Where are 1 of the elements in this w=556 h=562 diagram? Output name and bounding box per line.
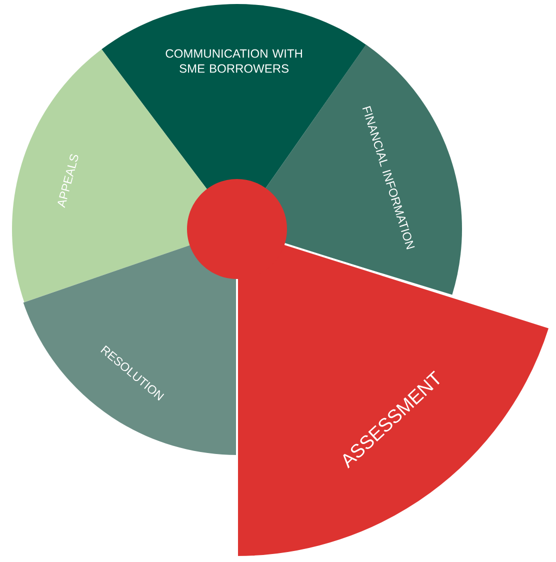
hub-circle <box>187 179 287 279</box>
